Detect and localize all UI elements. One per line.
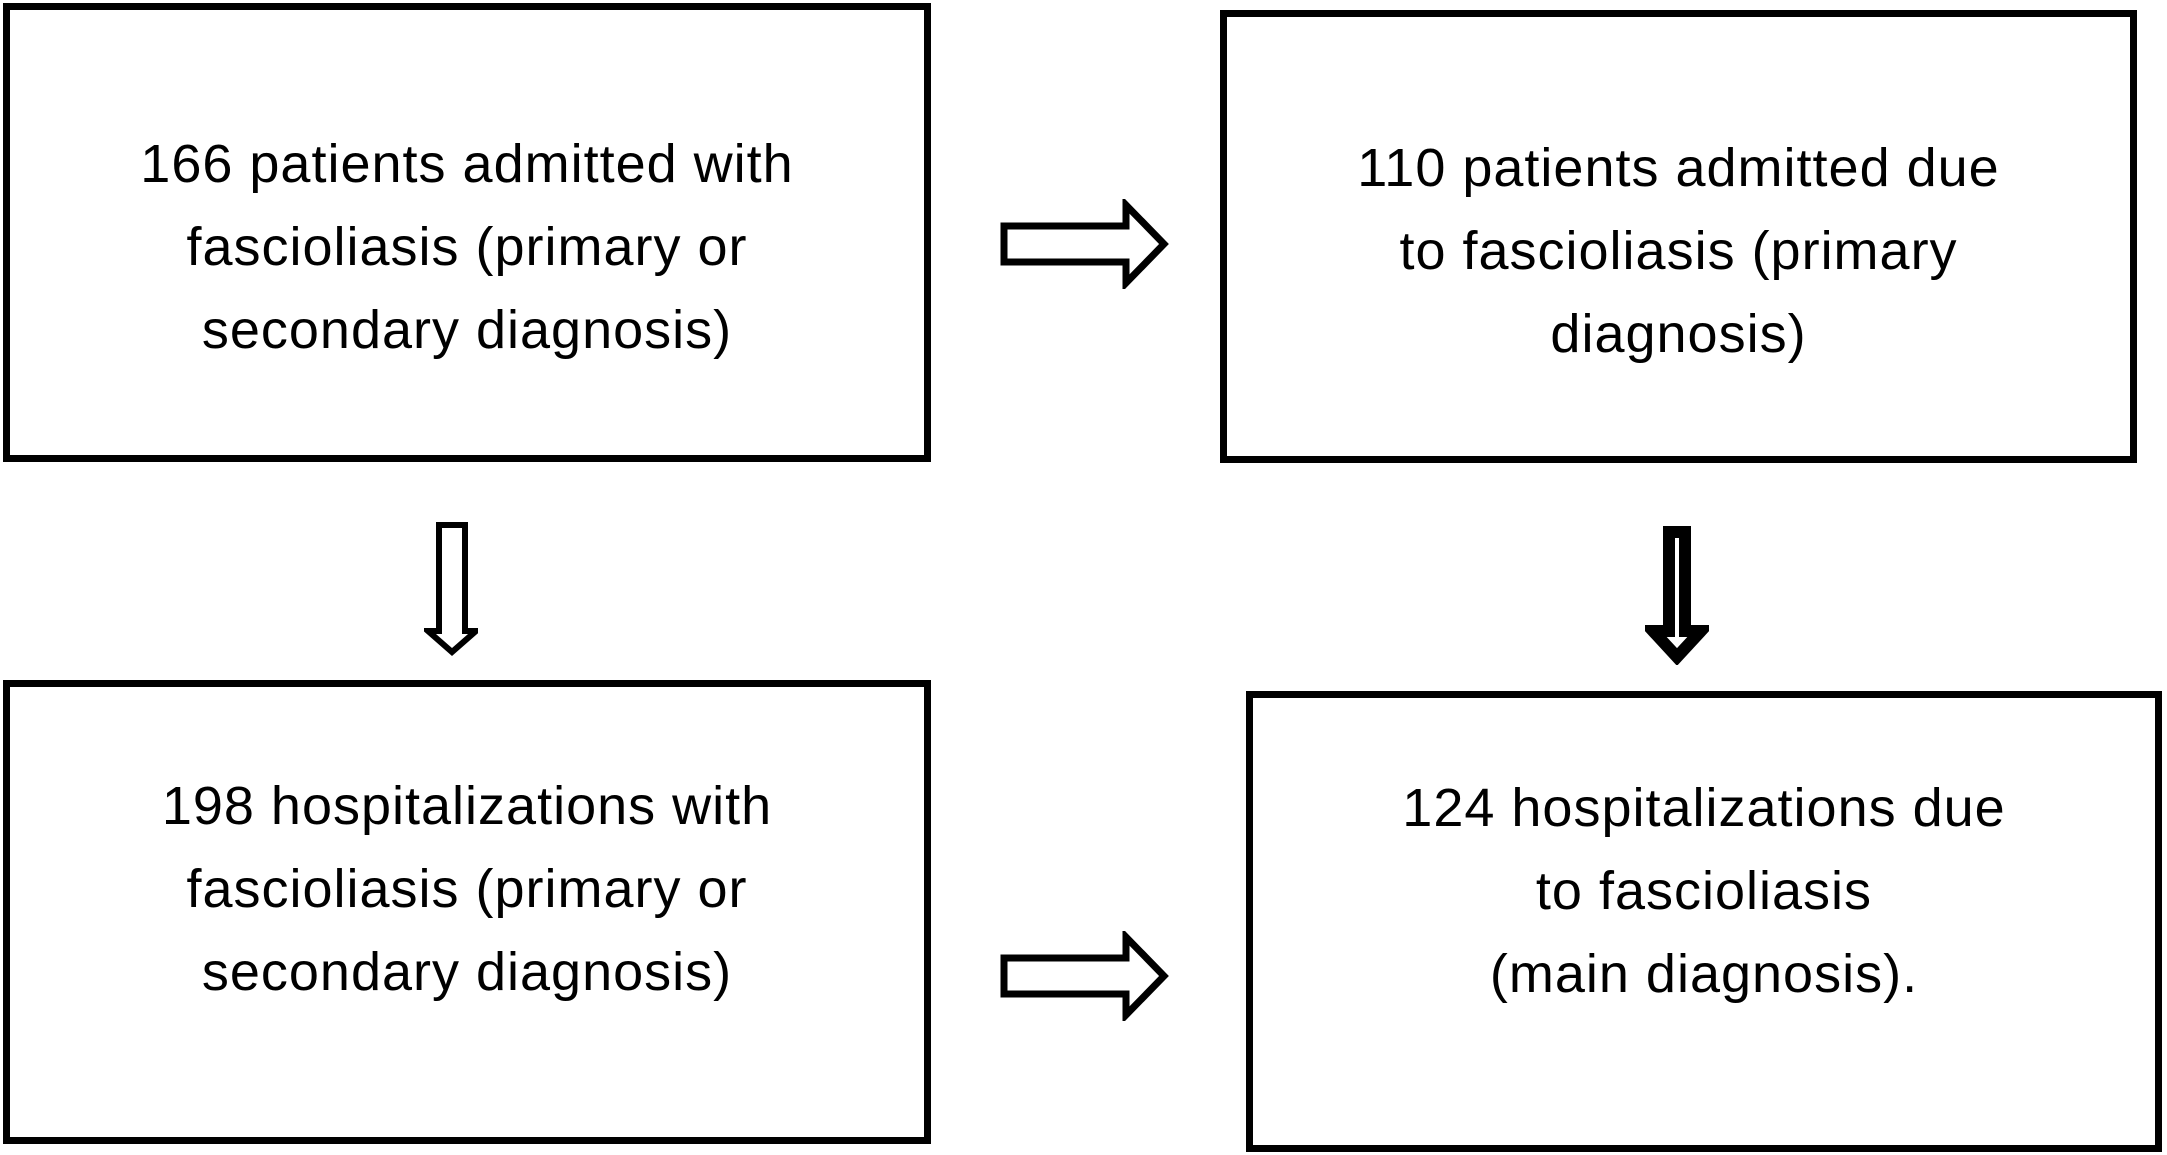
box-text-line: fascioliasis (primary or	[186, 858, 748, 919]
box-text-line: 110 patients admitted due	[1357, 138, 2000, 198]
box-text-line: secondary diagnosis)	[201, 941, 733, 1002]
right-arrow-icon	[1000, 199, 1169, 289]
box-text-line: fascioliasis (primary or	[186, 217, 748, 277]
box-text-line: 124 hospitalizations due	[1402, 778, 2006, 838]
down-arrow-icon	[424, 522, 478, 656]
box-hospitalizations-primary-diagnosis: 124 hospitalizations due to fascioliasis…	[1246, 691, 2162, 1152]
box-text-line: to fascioliasis	[1535, 861, 1873, 921]
box-text-line: diagnosis)	[1550, 304, 1807, 364]
box-patients-primary-diagnosis: 110 patients admitted due to fascioliasi…	[1220, 10, 2137, 463]
box-text-line: secondary diagnosis)	[201, 300, 733, 360]
box-text-line: (main diagnosis).	[1489, 944, 1919, 1004]
box-patients-all-diagnoses: 166 patients admitted with fascioliasis …	[3, 3, 931, 462]
box-text-line: to fascioliasis (primary	[1399, 221, 1958, 281]
right-arrow-icon	[1000, 931, 1169, 1021]
box-hospitalizations-all-diagnoses: 198 hospitalizations with fascioliasis (…	[3, 680, 931, 1144]
down-arrow-bold-icon	[1645, 526, 1709, 665]
box-text-line: 198 hospitalizations with	[161, 775, 773, 836]
box-text-line: 166 patients admitted with	[140, 134, 794, 194]
